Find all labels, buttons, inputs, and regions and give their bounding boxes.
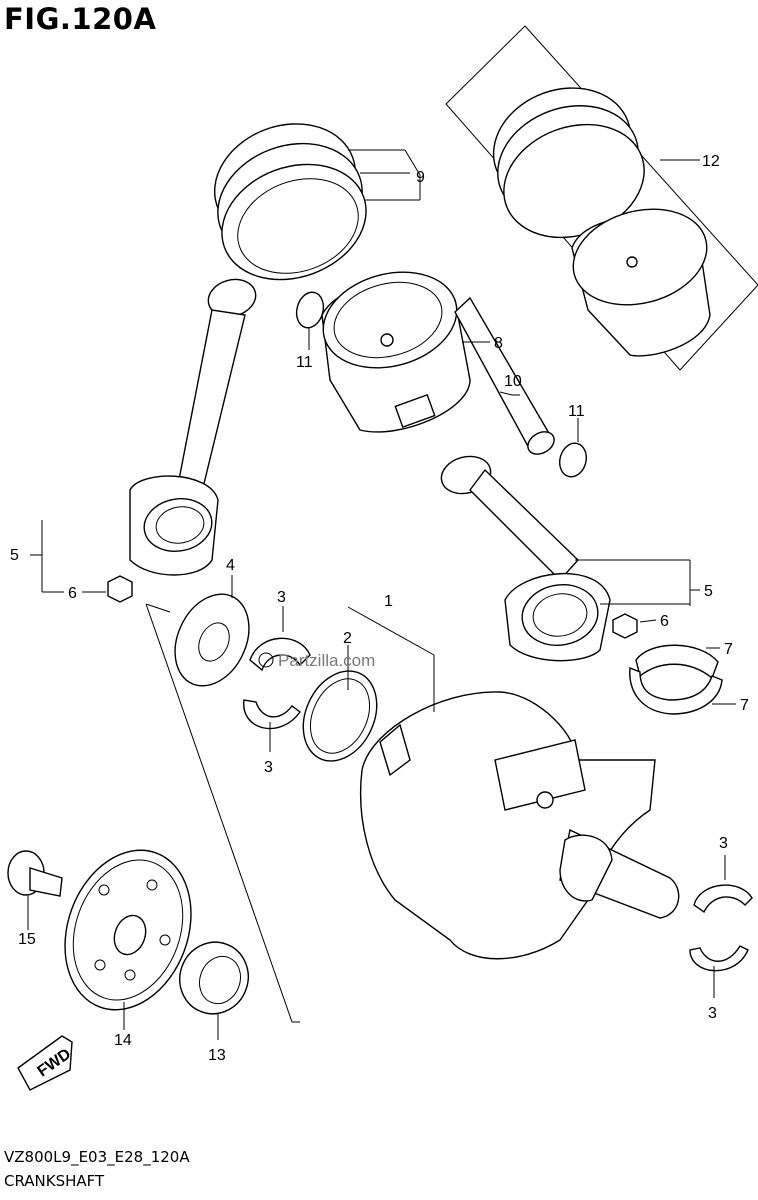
spline-gear[interactable] — [170, 933, 259, 1024]
main-bearing-lower-right[interactable] — [689, 945, 749, 972]
piston-rings[interactable] — [198, 105, 382, 299]
callout-8: 8 — [494, 335, 503, 352]
callout-5-right: 5 — [704, 583, 713, 600]
piston-kit[interactable] — [477, 69, 717, 357]
crankshaft-ring[interactable] — [289, 659, 390, 773]
callout-15: 15 — [18, 931, 36, 948]
conrod-bearing-lower[interactable] — [629, 667, 723, 715]
diagram-caption: CRANKSHAFT — [4, 1172, 105, 1190]
callout-9: 9 — [416, 169, 425, 186]
crank-group-outline-left — [145, 603, 300, 1023]
thrust-washer[interactable] — [161, 582, 263, 698]
connecting-rod-nut-right[interactable] — [612, 613, 638, 639]
callout-6-left: 6 — [68, 585, 77, 602]
callout-2: 2 — [343, 630, 352, 647]
callout-7-upper: 7 — [724, 641, 733, 658]
primary-drive-gear[interactable] — [44, 832, 213, 1027]
figure-title: FIG.120A — [4, 2, 157, 36]
main-bearing-upper-left[interactable] — [249, 637, 311, 672]
connecting-rod-left[interactable] — [129, 274, 260, 576]
fwd-arrow-icon: FWD — [17, 1035, 74, 1091]
callout-3-upper-right: 3 — [719, 835, 728, 852]
watermark: Partzilla.com — [278, 651, 375, 670]
diagram-code: VZ800L9_E03_E28_120A — [4, 1148, 190, 1166]
piston-pin-circlip-lower[interactable] — [556, 440, 590, 480]
callout-11-lower: 11 — [568, 403, 585, 420]
main-bearing-lower-left[interactable] — [243, 699, 301, 730]
callout-3-lower-right: 3 — [708, 1005, 717, 1022]
connecting-rod-right[interactable] — [437, 451, 611, 662]
callout-4: 4 — [226, 557, 235, 574]
callout-3-lower-left: 3 — [264, 759, 273, 776]
callout-10: 10 — [504, 373, 522, 390]
callout-13: 13 — [208, 1047, 226, 1064]
callout-1: 1 — [384, 593, 393, 610]
callout-14: 14 — [114, 1032, 132, 1049]
leader-lines — [27, 149, 736, 1040]
callout-12: 12 — [702, 153, 720, 170]
crankshaft[interactable] — [359, 691, 680, 960]
piston[interactable] — [312, 258, 471, 433]
callout-7-lower: 7 — [740, 697, 749, 714]
connecting-rod-nut-left[interactable] — [107, 575, 133, 603]
callout-3-upper-left: 3 — [277, 589, 286, 606]
copyright-icon — [258, 652, 274, 668]
conrod-bearing-upper[interactable] — [635, 644, 719, 680]
callout-6-right: 6 — [660, 613, 669, 630]
main-bearing-upper-right[interactable] — [693, 884, 753, 914]
gear-bolt[interactable] — [7, 850, 63, 897]
piston-pin-circlip-upper[interactable] — [293, 289, 327, 331]
callout-5-left: 5 — [10, 547, 19, 564]
crank-group-outline-top — [145, 603, 171, 613]
callout-11-upper: 11 — [296, 354, 313, 371]
piston-pin[interactable] — [454, 296, 558, 459]
